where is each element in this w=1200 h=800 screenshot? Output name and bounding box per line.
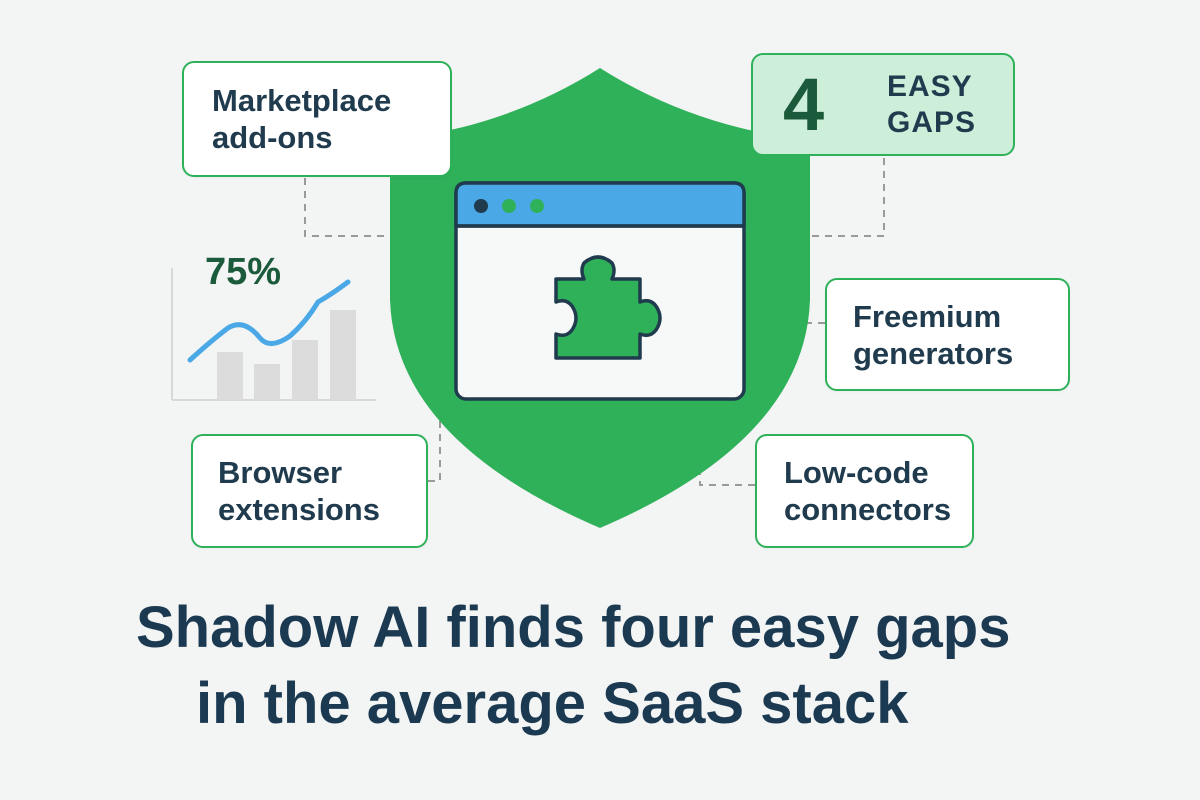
chart-trend-line [187, 279, 351, 363]
headline-line-2: in the average SaaS stack [196, 671, 909, 736]
callout-lowcode-connectors: Low-code connectors [755, 434, 974, 548]
puzzle-piece-icon [554, 255, 662, 360]
window-dot-green-1 [502, 199, 516, 213]
stat-percent: 75% [205, 251, 282, 293]
connector-gaps [810, 158, 885, 237]
chart-bar-2 [254, 364, 280, 400]
connector-marketplace [304, 178, 388, 237]
headline: Shadow AI finds four easy gaps in the av… [60, 590, 1140, 742]
connector-browser [428, 400, 441, 482]
trend-chart-icon [171, 268, 376, 401]
window-dot-dark [474, 199, 488, 213]
callout-freemium-label: Freemium generators [853, 298, 1014, 371]
callout-browser-label: Browser extensions [218, 455, 380, 527]
badge-label: EASY GAPS [887, 69, 977, 139]
callout-marketplace-label: Marketplace add-ons [212, 83, 392, 155]
chart-bar-1 [217, 352, 243, 400]
callout-browser-extensions: Browser extensions [191, 434, 428, 548]
chart-bar-3 [292, 340, 318, 400]
callout-freemium-generators: Freemium generators [825, 278, 1070, 391]
chart-bar-4 [330, 310, 356, 400]
callout-lowcode-label: Low-code connectors [784, 455, 952, 527]
badge-number: 4 [783, 62, 825, 146]
badge-four-easy-gaps: 4 EASY GAPS [751, 53, 1015, 156]
window-dot-green-2 [530, 199, 544, 213]
callout-marketplace-addons: Marketplace add-ons [182, 61, 452, 177]
headline-line-1: Shadow AI finds four easy gaps [136, 595, 1011, 660]
